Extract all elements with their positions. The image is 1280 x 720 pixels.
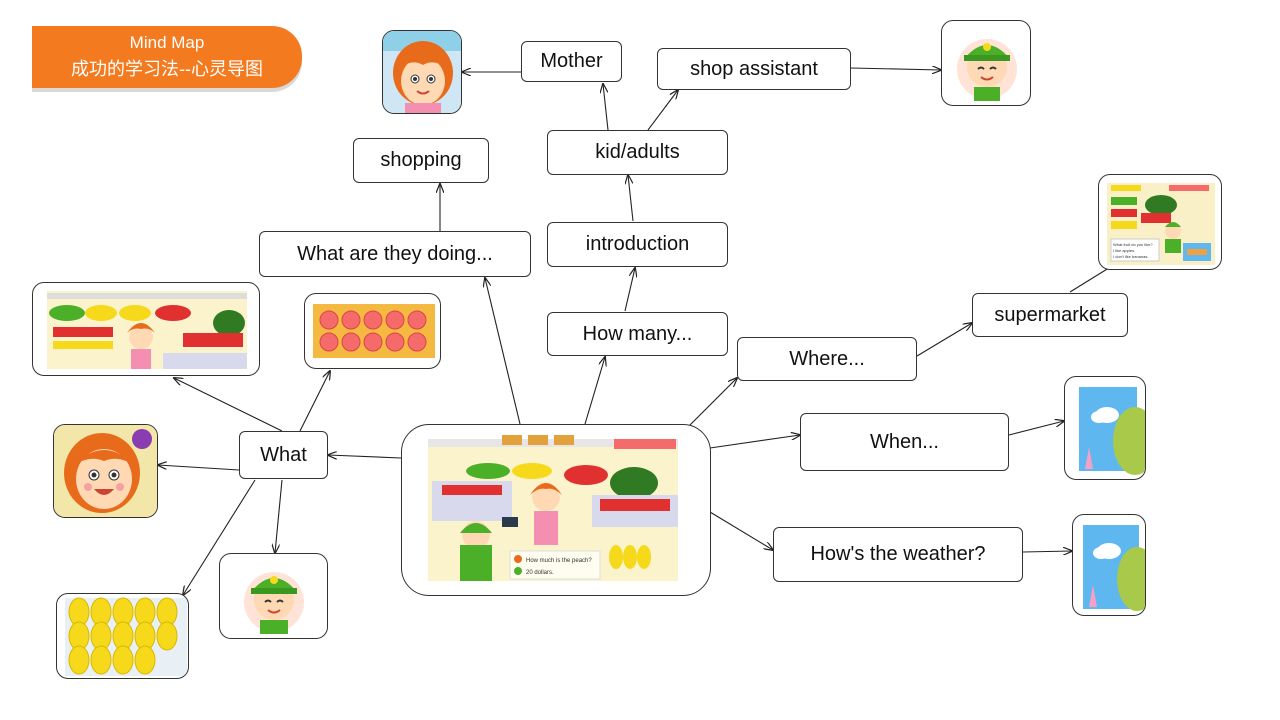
arrow-kid-mother	[603, 84, 609, 131]
node-shop-assistant[interactable]: shop assistant	[657, 48, 851, 90]
arrow-what-boy	[275, 479, 283, 553]
arrow-what-girl	[158, 465, 240, 471]
node-mother[interactable]: Mother	[521, 41, 622, 82]
sunny-sky-icon	[1079, 387, 1145, 475]
center-shop-picture: How much is the peach? 20 dollars.	[401, 424, 711, 596]
supermarket-picture: What fruit do you like? I like apples. I…	[1098, 174, 1222, 270]
arrow-center-how-many	[584, 357, 605, 425]
mind-map-badge: Mind Map 成功的学习法--心灵导图	[32, 26, 302, 88]
node-kid-adults[interactable]: kid/adults	[547, 130, 728, 175]
fruit-stall-picture	[32, 282, 260, 376]
arrow-center-weather	[709, 511, 773, 550]
node-how-many[interactable]: How many...	[547, 312, 728, 356]
arrow-center-what	[328, 455, 402, 458]
girl-face-icon	[383, 31, 461, 113]
when-weather-picture	[1064, 376, 1146, 480]
fruit-stall-icon	[47, 291, 247, 369]
node-supermarket[interactable]: supermarket	[972, 293, 1128, 337]
mangoes-icon	[65, 597, 187, 676]
badge-subtitle: 成功的学习法--心灵导图	[71, 59, 263, 79]
node-shopping[interactable]: shopping	[353, 138, 489, 183]
node-weather[interactable]: How's the weather?	[773, 527, 1023, 582]
mother-picture	[382, 30, 462, 114]
arrow-what-fruitstall	[174, 378, 283, 432]
arrow-introduction-kid	[628, 175, 634, 222]
fruit-shop-scene-icon: What fruit do you like? I like apples. I…	[1107, 183, 1215, 265]
small-scene-line3: I don't like bananas.	[1113, 254, 1148, 259]
mangoes-picture	[56, 593, 189, 679]
shop-assistant-picture	[941, 20, 1031, 106]
arrow-assistant-pic	[850, 68, 941, 70]
peaches-icon	[313, 304, 435, 358]
smiling-girl-icon	[54, 425, 157, 517]
arrow-kid-assistant	[647, 90, 678, 131]
girl-picture	[53, 424, 158, 518]
small-scene-line2: I like apples.	[1113, 248, 1135, 253]
node-introduction[interactable]: introduction	[547, 222, 728, 267]
small-scene-line1: What fruit do you like?	[1113, 242, 1153, 247]
node-when[interactable]: When...	[800, 413, 1009, 471]
node-what[interactable]: What	[239, 431, 328, 479]
center-answer: 20 dollars.	[526, 570, 554, 576]
arrow-center-where	[689, 378, 737, 426]
arrow-when-pic	[1008, 421, 1064, 436]
fruit-shop-center-icon: How much is the peach? 20 dollars.	[428, 435, 678, 581]
center-question: How much is the peach?	[526, 558, 592, 564]
arrow-center-when	[709, 435, 800, 449]
node-where[interactable]: Where...	[737, 337, 917, 381]
arrow-where-supermarket	[916, 323, 972, 357]
arrow-what-mangoes	[183, 479, 256, 595]
boy-green-cap-icon	[957, 39, 1017, 101]
arrow-center-what-doing	[485, 278, 521, 425]
arrow-weather-pic	[1022, 551, 1072, 552]
sunny-sky-icon	[1083, 525, 1145, 611]
peaches-picture	[304, 293, 441, 369]
arrow-what-peaches	[299, 371, 330, 432]
badge-title: Mind Map	[129, 33, 205, 52]
node-what-doing[interactable]: What are they doing...	[259, 231, 531, 277]
boy-green-cap-icon	[244, 572, 304, 634]
weather-picture	[1072, 514, 1146, 616]
boy-picture	[219, 553, 328, 639]
arrow-how-many-introduction	[624, 268, 635, 312]
